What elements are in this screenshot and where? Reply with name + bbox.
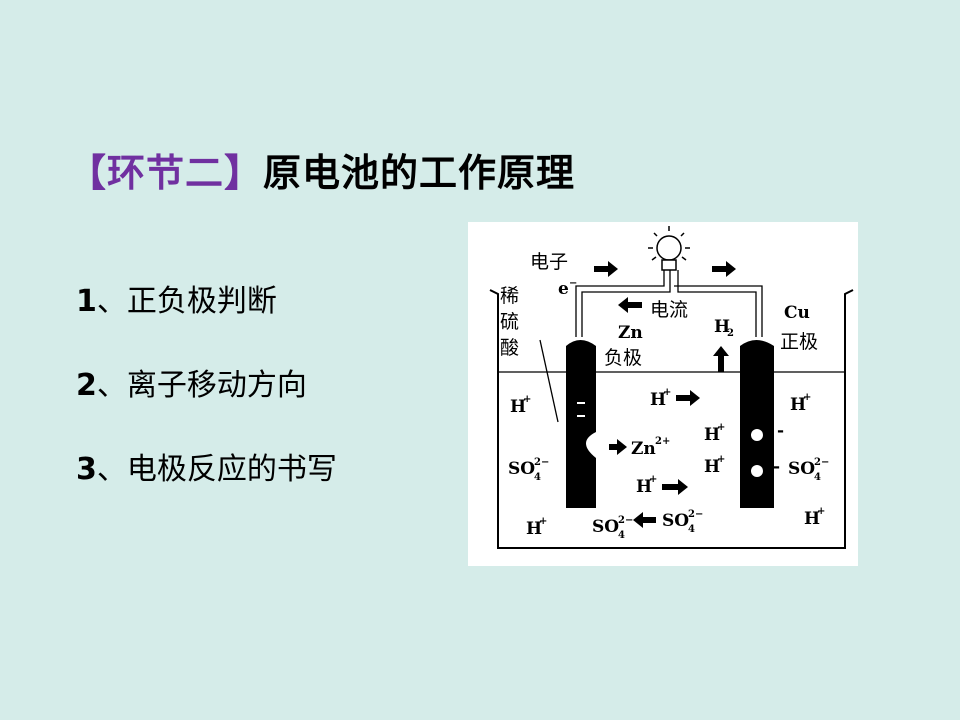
zinc-ion: Zn 2+ [631, 436, 670, 459]
svg-text:4: 4 [688, 524, 695, 535]
item-text: 、离子移动方向 [96, 368, 307, 403]
svg-text:SO: SO [662, 511, 689, 531]
sulfate-ion: SO 4 2− [788, 457, 829, 483]
svg-text:2−: 2− [814, 457, 829, 468]
h-plus-ion: H + [650, 387, 671, 410]
svg-text:SO: SO [788, 459, 815, 479]
sulfate-ion: SO 4 2− [662, 509, 703, 535]
svg-text:2+: 2+ [655, 436, 670, 447]
zn-ion-arrow-icon [609, 439, 627, 455]
h-plus-ion: H + [790, 392, 811, 415]
svg-text:+: + [717, 422, 725, 433]
h-plus-ion: H + [526, 516, 547, 539]
item-number: 3 [76, 452, 97, 487]
svg-text:Zn: Zn [631, 439, 656, 459]
svg-text:4: 4 [814, 472, 821, 483]
h2-label: H [714, 317, 730, 337]
h-plus-ion: H + [704, 422, 725, 445]
zn-label: Zn [618, 323, 643, 343]
svg-text:+: + [663, 387, 671, 398]
svg-text:+: + [803, 392, 811, 403]
item-text: 、电极反应的书写 [96, 452, 337, 487]
h2-arrow-icon [713, 346, 729, 372]
cu-charge-mark: - [773, 457, 780, 477]
svg-text:H: H [510, 397, 526, 417]
h2-subscript: 2 [727, 328, 734, 339]
current-label: 电流 [650, 299, 688, 321]
title-accent: 【环节二】 [68, 151, 264, 195]
title-main: 原电池的工作原理 [263, 151, 576, 195]
beaker [489, 289, 854, 549]
svg-text:H: H [790, 395, 806, 415]
h-plus-ion: H + [804, 506, 825, 529]
h-plus-ion: H + [704, 454, 725, 477]
electron-label: 电子 [530, 251, 568, 273]
zn-dissolve-notch [586, 432, 596, 458]
cu-electron [751, 429, 763, 441]
electron-arrow-icon [594, 261, 618, 277]
copper-electrode [740, 340, 774, 508]
wire-right-inner [677, 270, 757, 337]
svg-text:4: 4 [618, 530, 625, 541]
svg-text:2−: 2− [534, 457, 549, 468]
item-number: 1 [76, 284, 97, 319]
list-item: 1、正负极判断 [76, 282, 337, 322]
item-text: 、正负极判断 [96, 284, 277, 319]
positive-electrode-label: 正极 [780, 331, 818, 353]
acid-label-line: 硫 [500, 311, 519, 333]
electron-symbol: e [558, 279, 569, 299]
acid-pointer-line [539, 339, 559, 423]
acid-label-line: 稀 [500, 285, 519, 307]
svg-text:SO: SO [508, 459, 535, 479]
zn-electron-dash [577, 402, 585, 404]
light-bulb-icon [648, 226, 690, 271]
svg-text:H: H [636, 477, 652, 497]
electron-charge: − [569, 278, 577, 289]
list-item: 2、离子移动方向 [76, 366, 337, 406]
h-plus-ion: H + [510, 394, 531, 417]
zn-electron-dash [577, 415, 585, 417]
zinc-electrode [566, 340, 596, 508]
svg-text:H: H [704, 457, 720, 477]
svg-text:SO: SO [592, 517, 619, 537]
acid-label-line: 酸 [500, 337, 519, 359]
svg-text:+: + [717, 454, 725, 465]
svg-text:+: + [539, 516, 547, 527]
svg-text:H: H [650, 390, 666, 410]
list-item: 3、电极反应的书写 [76, 450, 337, 490]
wire-right [674, 285, 763, 337]
svg-text:H: H [704, 425, 720, 445]
svg-text:2−: 2− [688, 509, 703, 520]
electron-arrow-icon [712, 261, 736, 277]
h-plus-arrow-icon [676, 390, 700, 406]
current-arrow-icon [618, 297, 642, 313]
svg-text:+: + [817, 506, 825, 517]
h-plus-ion: H + [636, 474, 657, 497]
h-plus-arrow-icon [662, 479, 688, 495]
topic-list: 1、正负极判断 2、离子移动方向 3、电极反应的书写 [76, 282, 337, 534]
sulfate-arrow-icon [633, 512, 656, 528]
cu-label: Cu [784, 303, 810, 323]
svg-text:H: H [526, 519, 542, 539]
svg-text:H: H [804, 509, 820, 529]
svg-text:2−: 2− [618, 515, 633, 526]
page-title: 【环节二】原电池的工作原理 [68, 142, 575, 197]
wire-left [575, 270, 665, 337]
item-number: 2 [76, 368, 97, 403]
wire-left-inner [581, 270, 671, 337]
cu-charge-mark: - [777, 421, 784, 441]
svg-text:+: + [523, 394, 531, 405]
sulfate-ion: SO 4 2− [508, 457, 549, 483]
negative-electrode-label: 负极 [604, 347, 642, 369]
svg-text:+: + [649, 474, 657, 485]
galvanic-cell-diagram: 电子 e − 电流 稀 硫 酸 Zn 负极 H 2 Cu 正极 H + H + … [468, 222, 858, 566]
sulfate-ion: SO 4 2− [592, 515, 633, 541]
cu-electron [751, 465, 763, 477]
svg-text:4: 4 [534, 472, 541, 483]
